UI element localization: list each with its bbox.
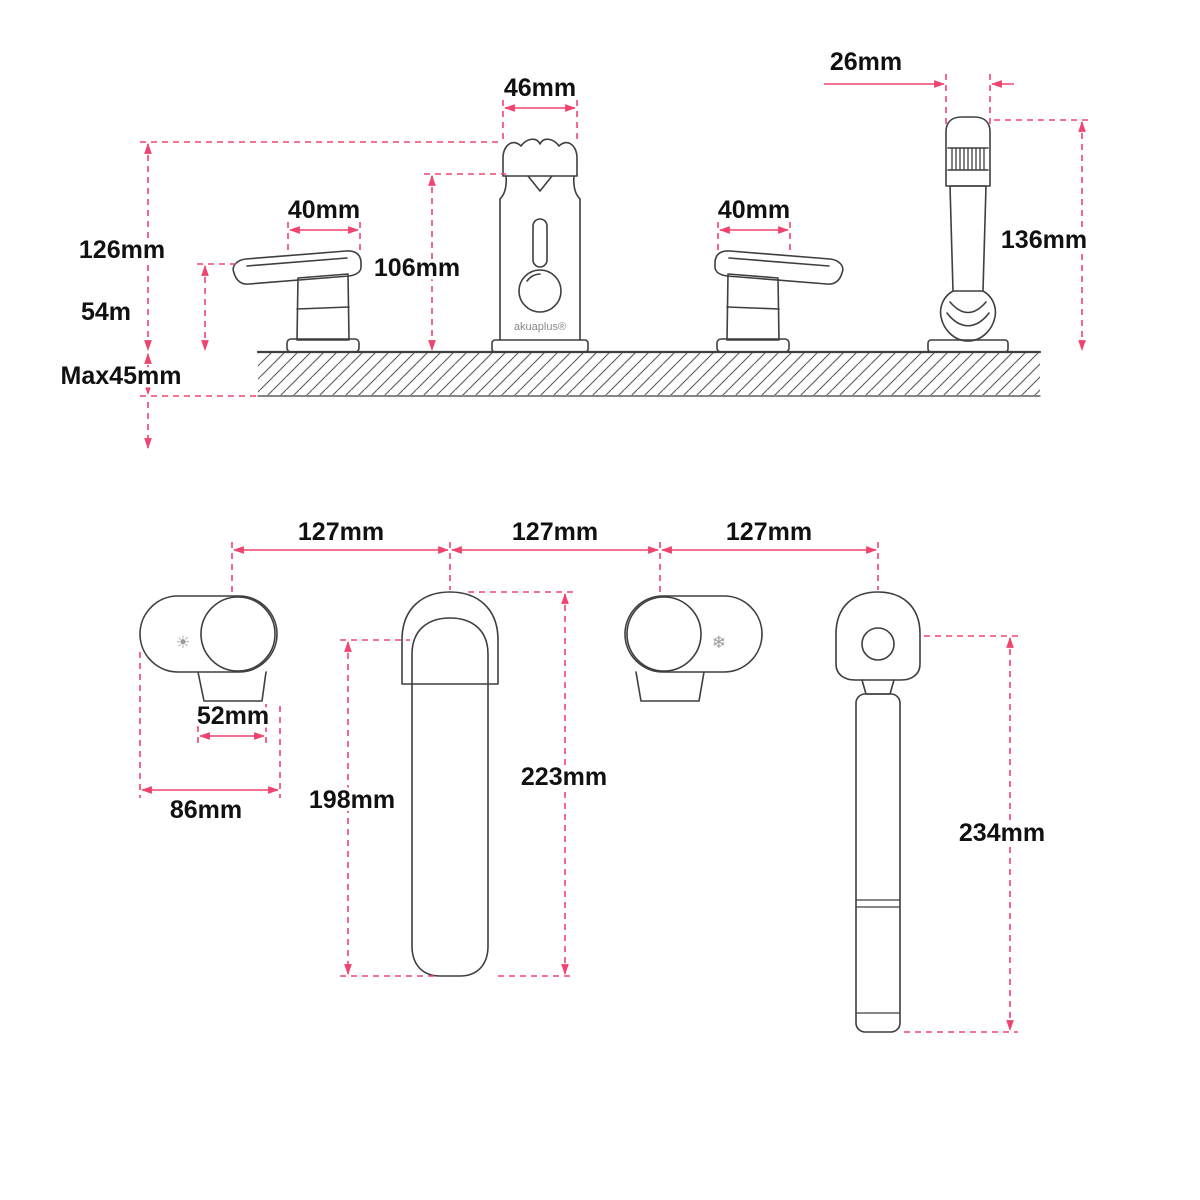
dim-spacing-extensions: [231, 542, 879, 594]
dim-handshower-length-label: 234mm: [959, 819, 1045, 847]
dim-spout-total-length: [468, 591, 573, 977]
deck-hatch: [258, 353, 1040, 395]
dim-spacing-right-label: 127mm: [726, 518, 812, 546]
dim-left-handle-height-label: 54m: [81, 298, 131, 326]
spout-slot: [532, 218, 548, 268]
dim-deck-thickness: [140, 352, 256, 450]
dim-overall-height-label: 126mm: [79, 236, 165, 264]
dim-spout-top-width-label: 46mm: [504, 74, 576, 102]
dim-handshower-height-label: 136mm: [1001, 226, 1087, 254]
dim-handshower-top-width-label: 26mm: [830, 48, 902, 76]
dim-spacing-left-label: 127mm: [298, 518, 384, 546]
cold-icon: ❄: [712, 633, 726, 653]
dim-spout-total-length-label: 223mm: [521, 763, 607, 791]
right-handle-side-view: [714, 250, 844, 353]
spout-plan-view: [401, 591, 499, 977]
dim-handshower-length: [904, 635, 1018, 1033]
dim-spacing-center-label: 127mm: [512, 518, 598, 546]
diverter-dial: [518, 269, 562, 313]
dim-handshower-top-width: [824, 74, 1014, 128]
dim-spout-body-length-label: 198mm: [309, 786, 395, 814]
dim-overall-height: [140, 141, 500, 352]
dim-spout-body-length: [340, 639, 434, 977]
dim-left-handle-height: [197, 263, 240, 352]
hot-icon: ☀: [175, 633, 190, 653]
left-handle-plan-view: [139, 595, 278, 702]
spray-face-grid: [951, 147, 985, 171]
dim-right-handle-width: [717, 222, 791, 254]
dim-handle-stem-width-label: 52mm: [197, 702, 269, 730]
spout-side-view: [491, 138, 589, 353]
spout-aerator: [527, 175, 553, 192]
dim-handle-length: [139, 652, 281, 798]
dim-spout-top-width: [502, 100, 578, 144]
handshower-side-view: [927, 116, 1009, 353]
right-handle-plan-view: [624, 595, 763, 702]
handshower-plan-view: [835, 591, 921, 1033]
dim-handle-stem-width: [197, 704, 267, 746]
dim-handshower-height: [994, 119, 1090, 352]
dim-handle-length-label: 86mm: [170, 796, 242, 824]
dim-spout-height: [424, 173, 506, 352]
mounting-deck: [256, 350, 1042, 397]
dim-left-handle-width: [287, 222, 361, 254]
left-handle-side-view: [232, 250, 362, 353]
dim-spout-height-label: 106mm: [374, 254, 460, 282]
dim-deck-thickness-label: Max45mm: [61, 362, 182, 390]
brand-logo: akuaplus®: [514, 321, 566, 333]
dim-left-handle-width-label: 40mm: [288, 196, 360, 224]
dim-right-handle-width-label: 40mm: [718, 196, 790, 224]
